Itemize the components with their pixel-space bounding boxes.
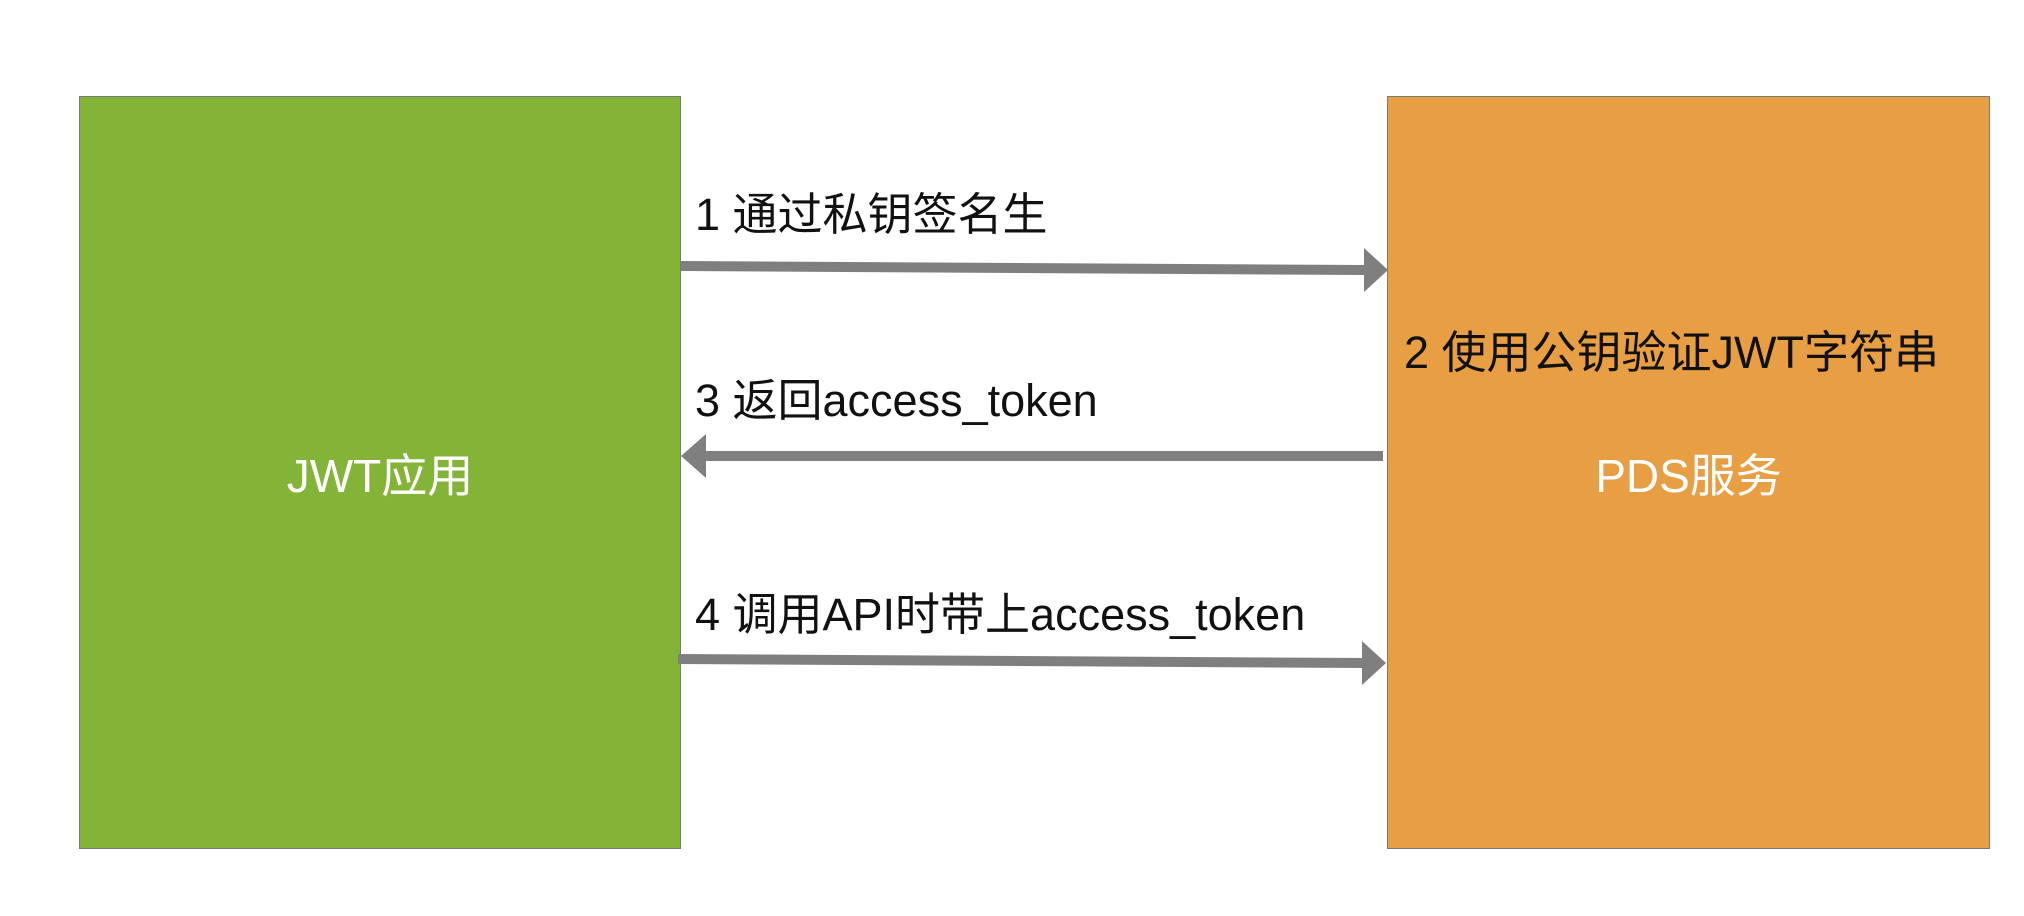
step3-label: 3 返回access_token xyxy=(695,375,1098,426)
pds-service-label: PDS服务 xyxy=(1595,449,1782,502)
step2-label: 2 使用公钥验证JWT字符串 xyxy=(1404,327,1939,378)
arrow-step1 xyxy=(680,248,1388,292)
pds-service-box: PDS服务 xyxy=(1387,96,1990,849)
jwt-app-box: JWT应用 xyxy=(79,96,681,849)
jwt-app-label: JWT应用 xyxy=(286,449,474,502)
step4-label: 4 调用API时带上access_token xyxy=(695,589,1306,640)
step1-label: 1 通过私钥签名生 xyxy=(695,189,1048,240)
arrow-step4 xyxy=(677,641,1386,685)
arrow-step3 xyxy=(681,434,1383,478)
